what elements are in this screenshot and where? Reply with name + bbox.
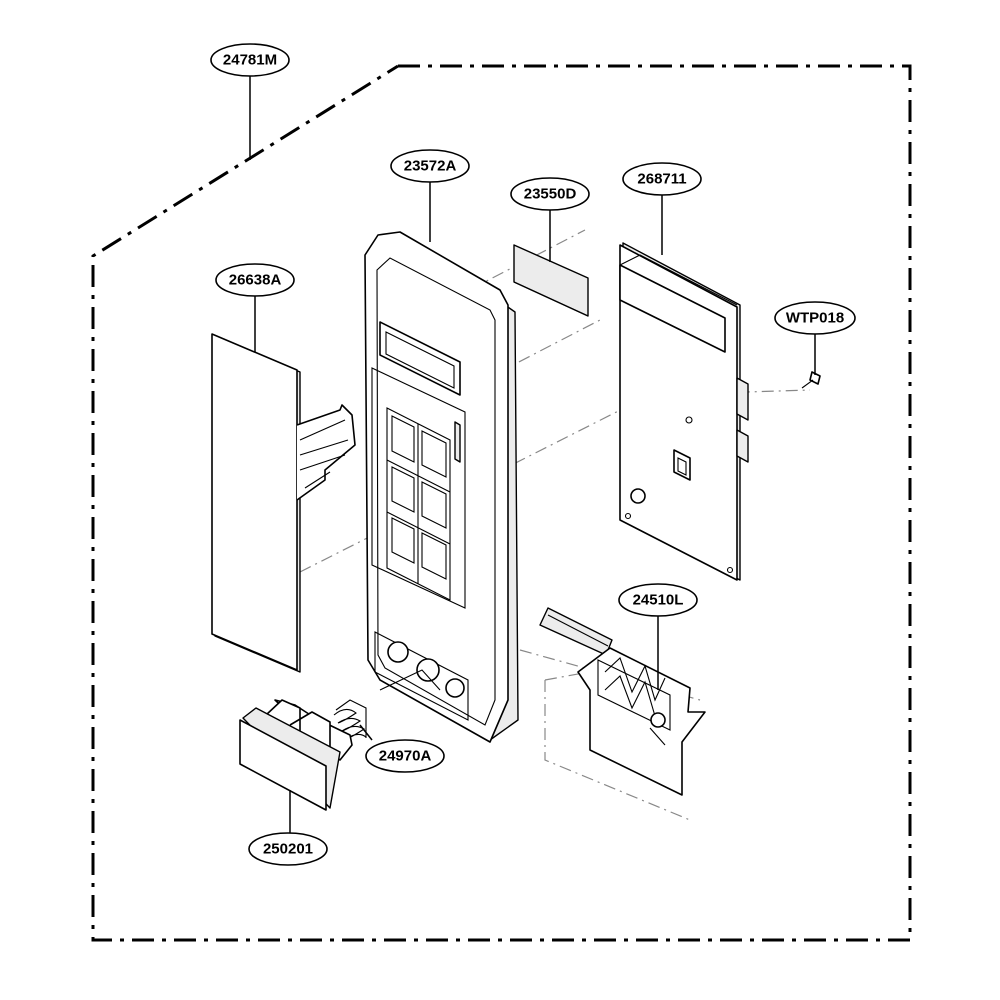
part-23550D-display-filter xyxy=(513,244,589,317)
svg-text:26638A: 26638A xyxy=(229,272,282,289)
svg-text:23572A: 23572A xyxy=(404,158,457,175)
callout-26638A: 26638A xyxy=(215,263,295,297)
callout-250201: 250201 xyxy=(248,832,328,866)
svg-text:24970A: 24970A xyxy=(379,748,432,765)
svg-text:24510L: 24510L xyxy=(633,592,684,609)
svg-text:24781M: 24781M xyxy=(223,52,277,69)
callout-24781M: 24781M xyxy=(210,43,290,77)
leader-lines xyxy=(249,76,816,833)
callout-WTP018: WTP018 xyxy=(774,301,856,335)
part-WTP018-screw xyxy=(801,371,821,389)
callout-23572A: 23572A xyxy=(390,149,470,183)
callout-24970A: 24970A xyxy=(365,739,445,773)
callout-24510L: 24510L xyxy=(618,583,698,617)
assembly-boundary xyxy=(91,64,912,942)
part-24510L-latch xyxy=(539,607,706,796)
part-23572A-control-panel xyxy=(364,231,519,743)
part-268711-pcb xyxy=(619,242,749,581)
part-250201-push-button xyxy=(239,699,353,811)
svg-text:23550D: 23550D xyxy=(524,186,577,203)
svg-text:250201: 250201 xyxy=(263,841,313,858)
svg-text:268711: 268711 xyxy=(637,171,686,188)
part-26638A-membrane-sheet xyxy=(211,333,356,673)
callout-23550D: 23550D xyxy=(510,177,590,211)
svg-text:WTP018: WTP018 xyxy=(786,310,844,327)
callout-268711: 268711 xyxy=(622,162,702,196)
